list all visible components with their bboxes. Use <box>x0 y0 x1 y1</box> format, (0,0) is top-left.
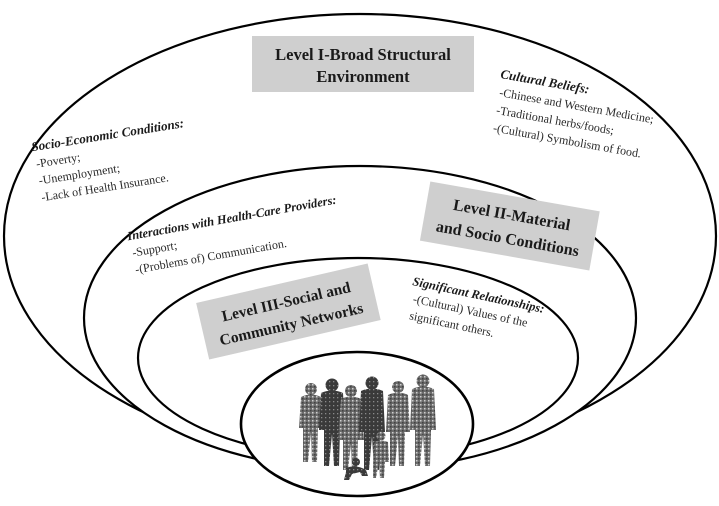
level2-title-box: Level II-Material and Socio Conditions <box>419 181 600 271</box>
person-figure <box>410 374 436 466</box>
level1-title-line2: Environment <box>316 67 410 86</box>
level1-title-line1: Level I-Broad Structural <box>275 45 451 64</box>
child-figure <box>344 458 368 480</box>
child-figure <box>373 431 389 478</box>
person-figure <box>319 378 345 466</box>
level1-box-bg <box>252 36 474 92</box>
people-group-illustration <box>299 374 436 480</box>
person-figure <box>299 383 323 462</box>
socio-economic-item: -Poverty; <box>35 150 81 171</box>
level3-box-bg <box>196 263 381 360</box>
level2-box-bg <box>419 181 600 271</box>
person-figure <box>338 385 364 470</box>
level1-title-box: Level I-Broad Structural Environment <box>252 36 474 92</box>
person-figure <box>386 381 410 466</box>
